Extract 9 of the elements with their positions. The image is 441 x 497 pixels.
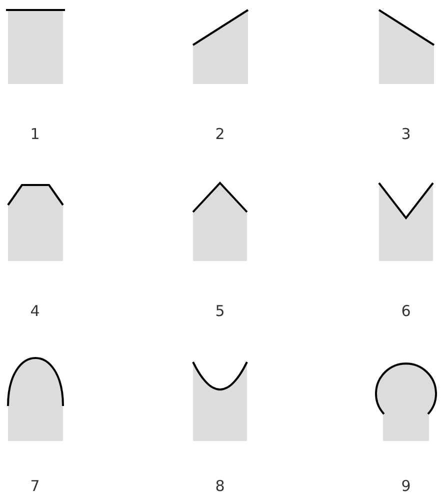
- figure-number: 8: [215, 479, 225, 494]
- figure-number: 1: [30, 127, 40, 142]
- figure-number: 2: [215, 127, 225, 142]
- figure-number: 7: [30, 479, 40, 494]
- figure-number: 9: [401, 479, 411, 494]
- figure-number: 3: [401, 127, 411, 142]
- figure-number: 5: [215, 304, 225, 319]
- figure-number: 4: [30, 304, 40, 319]
- figure-number: 6: [401, 304, 411, 319]
